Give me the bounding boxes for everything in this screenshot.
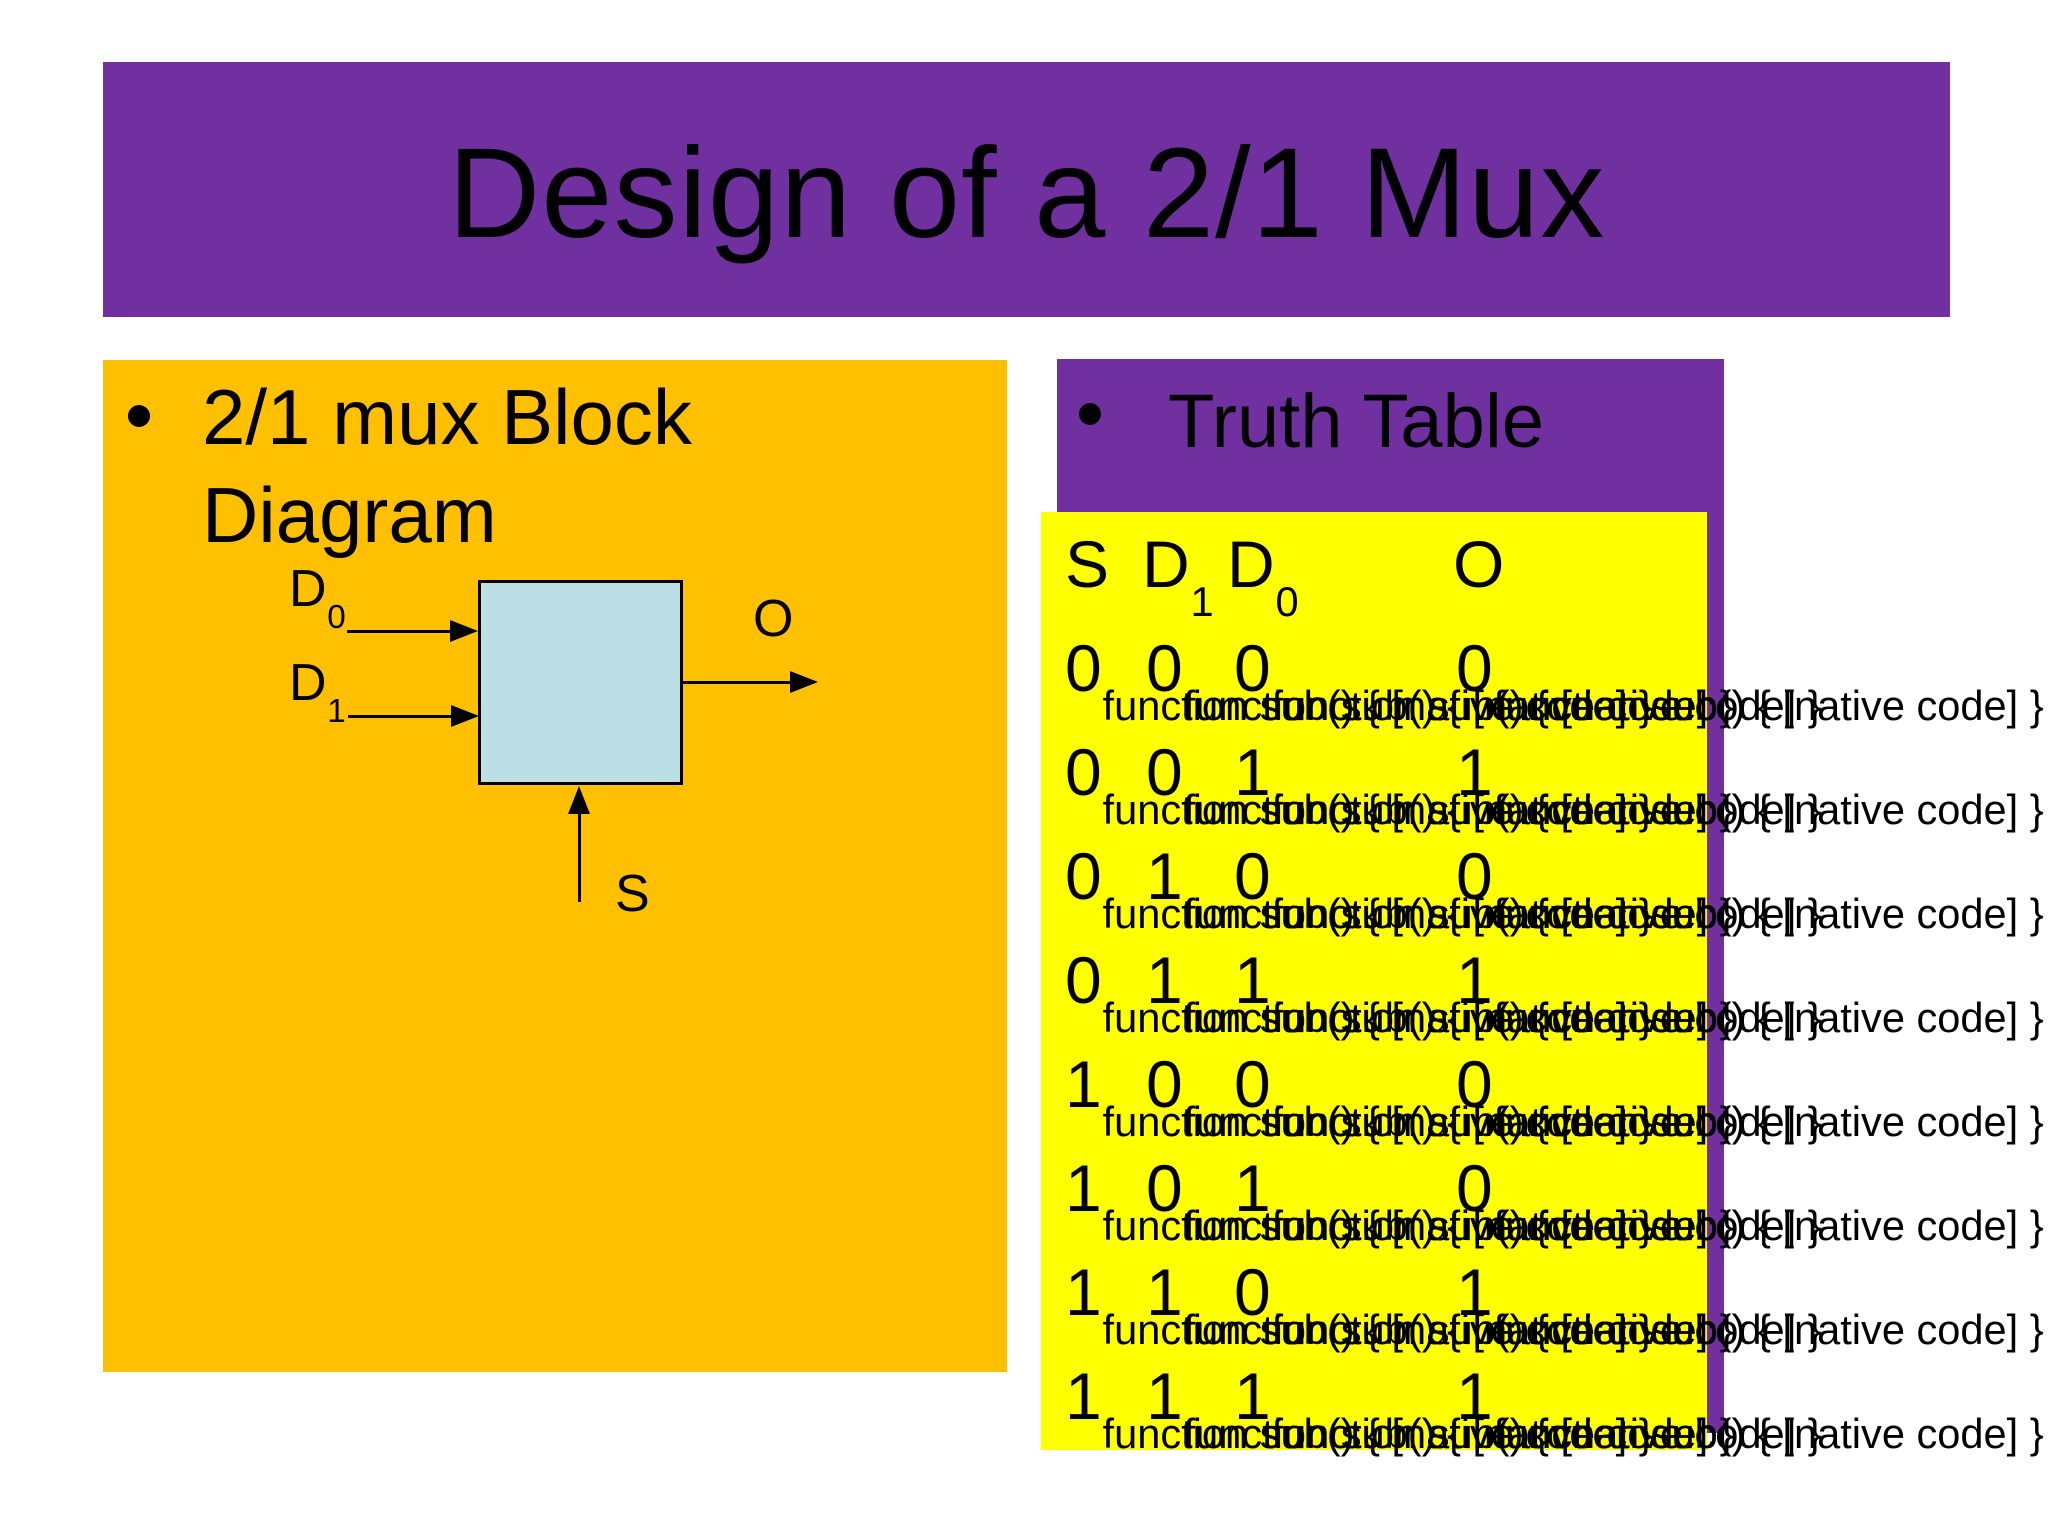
truth-table-cell: 0function sub() { [native code] } (1065, 631, 1653, 729)
truth-table-row: 1function sub() { [native code] }0functi… (1041, 1032, 2044, 1145)
truth-table-cell: 0function sub() { [native code] } (1456, 839, 2044, 937)
truth-table-cell: 1function sub() { [native code] } (1234, 943, 1822, 1041)
truth-table-cell: 0function sub() { [native code] } (1234, 839, 1822, 937)
input-d1-line (348, 715, 454, 718)
truth-table-cell: 0function sub() { [native code] } (1234, 1255, 1822, 1353)
truth-table-cell: 1function sub() { [native code] } (1065, 1151, 1653, 1249)
input-d0-line (347, 630, 453, 633)
truth-table-cell: 0function sub() { [native code] } (1234, 631, 1822, 729)
truth-table-cell: 0function sub() { [native code] } (1065, 735, 1653, 833)
truth-table-cell: 1function sub() { [native code] } (1146, 1359, 1734, 1457)
truth-table-cell: 0function sub() { [native code] } (1234, 1047, 1822, 1145)
right-bullet-text: Truth Table (1168, 379, 1544, 464)
truth-table-cell: 1function sub() { [native code] } (1234, 1151, 1822, 1249)
truth-table-cell: 0function sub() { [native code] } (1065, 943, 1653, 1041)
truth-table-cell: 0function sub() { [native code] } (1456, 1047, 2044, 1145)
truth-table-cell: 1function sub() { [native code] } (1065, 1359, 1653, 1457)
truth-table-row: 0function sub() { [native code] }0functi… (1041, 720, 2044, 833)
input-d0-arrowhead-icon (450, 620, 478, 642)
truth-table-cell: 0function sub() { [native code] } (1146, 631, 1734, 729)
truth-table-cell: 1function sub() { [native code] } (1065, 1255, 1653, 1353)
title-banner: Design of a 2/1 Mux (103, 62, 1950, 317)
bullet-icon (1079, 403, 1101, 425)
input-d0-label: D0 (289, 560, 346, 637)
truth-table-header-cell: S (1065, 527, 1110, 601)
select-line (578, 810, 581, 902)
output-line (683, 681, 793, 684)
select-arrowhead-icon (568, 786, 590, 814)
truth-table-cell: 1function sub() { [native code] } (1146, 839, 1734, 937)
truth-table-header-cell: D0 (1227, 527, 1299, 625)
truth-table-cell: 0function sub() { [native code] } (1146, 1151, 1734, 1249)
truth-table-cell: 0function sub() { [native code] } (1456, 631, 2044, 729)
truth-table-cell: 1function sub() { [native code] } (1456, 943, 2044, 1041)
truth-table-row: 1function sub() { [native code] }1functi… (1041, 1240, 2044, 1353)
truth-table-row: 0function sub() { [native code] }1functi… (1041, 824, 2044, 937)
truth-table-cell: 1function sub() { [native code] } (1065, 1047, 1653, 1145)
truth-table-header-cell: D1 (1142, 527, 1214, 625)
truth-table-cell: 1function sub() { [native code] } (1146, 943, 1734, 1041)
truth-table-cell: 1function sub() { [native code] } (1456, 1359, 2044, 1457)
slide-title: Design of a 2/1 Mux (447, 122, 1606, 265)
truth-table-cell: 1function sub() { [native code] } (1146, 1255, 1734, 1353)
truth-table-cell: 1function sub() { [native code] } (1234, 1359, 1822, 1457)
output-arrowhead-icon (790, 671, 818, 693)
truth-table-cell: 0function sub() { [native code] } (1456, 1151, 2044, 1249)
select-s-label: S (615, 865, 650, 923)
bullet-icon (128, 405, 150, 427)
mux-block (478, 580, 683, 785)
truth-table-row: 0function sub() { [native code] }0functi… (1041, 616, 2044, 729)
input-d1-label: D1 (289, 654, 346, 731)
truth-table-cell: 1function sub() { [native code] } (1456, 1255, 2044, 1353)
truth-table-cell: 0function sub() { [native code] } (1065, 839, 1653, 937)
truth-table-cell: 1function sub() { [native code] } (1234, 735, 1822, 833)
input-d1-arrowhead-icon (451, 705, 479, 727)
truth-table-header-cell: O (1453, 527, 1505, 601)
left-bullet-text: 2/1 mux Block Diagram (202, 373, 692, 559)
truth-table-row: 1function sub() { [native code] }1functi… (1041, 1344, 2044, 1457)
truth-table-row: 1function sub() { [native code] }0functi… (1041, 1136, 2044, 1249)
block-diagram-panel: 2/1 mux Block Diagram D0 D1 O S (103, 360, 1007, 1372)
output-o-label: O (753, 590, 794, 648)
truth-table-cell: 1function sub() { [native code] } (1456, 735, 2044, 833)
truth-table-cell: 0function sub() { [native code] } (1146, 1047, 1734, 1145)
truth-table-cell: 0function sub() { [native code] } (1146, 735, 1734, 833)
truth-table-row: 0function sub() { [native code] }1functi… (1041, 928, 2044, 1041)
